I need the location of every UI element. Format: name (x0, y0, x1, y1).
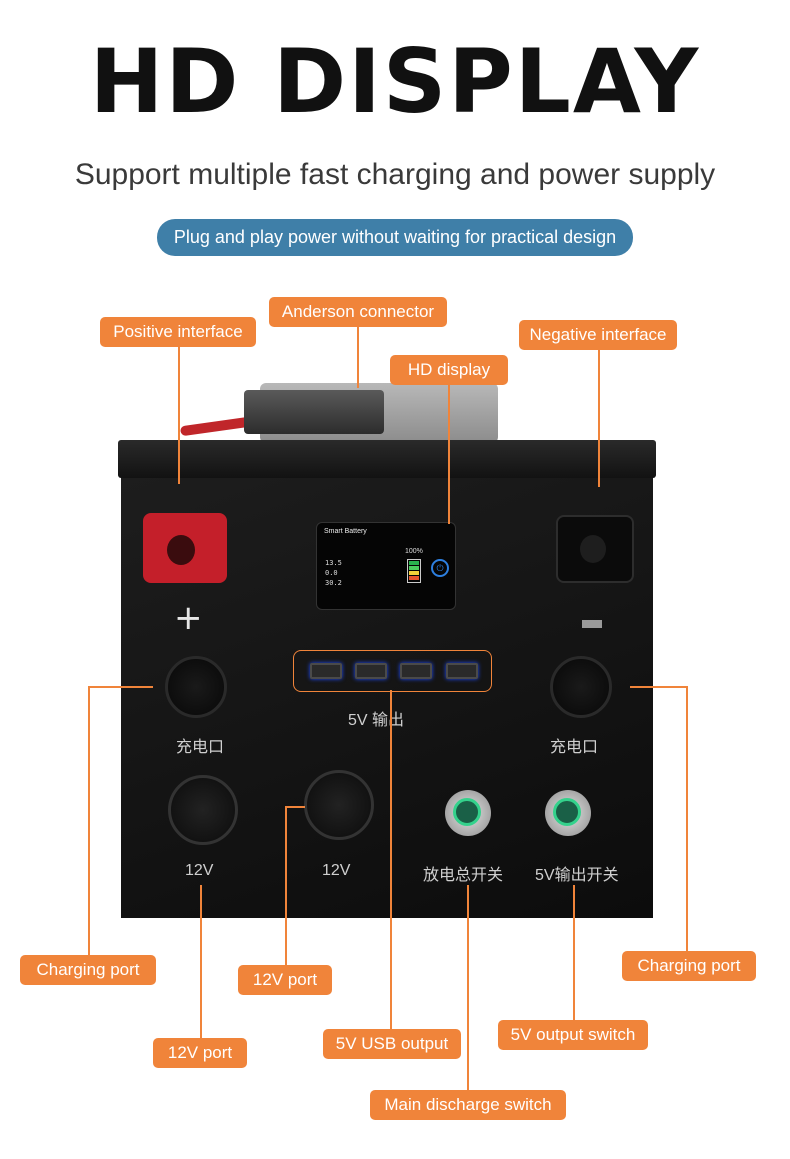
charge-silk-left: 充电口 (176, 739, 225, 756)
leader-line (467, 885, 469, 1090)
socket-12v-left[interactable] (168, 775, 238, 845)
charge-cap-left[interactable] (165, 656, 227, 718)
callout-usb-output: 5V USB output (323, 1029, 461, 1059)
callout-negative: Negative interface (519, 320, 677, 350)
output-switch-button[interactable] (545, 790, 591, 836)
battery-lid (118, 440, 656, 478)
callout-charging-left: Charging port (20, 955, 156, 985)
positive-terminal (143, 513, 227, 583)
leader-line (200, 885, 202, 1038)
leader-line (390, 690, 392, 1030)
discharge-silk: 放电总开关 (423, 867, 504, 884)
page-subtitle: Support multiple fast charging and power… (74, 158, 716, 191)
leader-line (630, 686, 688, 688)
usb-port-group (293, 650, 492, 692)
screen-temp: 30.2 (325, 579, 342, 587)
leader-line (178, 344, 180, 484)
screen-percent: 100% (405, 548, 423, 555)
socket-12v-right[interactable] (304, 770, 374, 840)
page-title: HD DISPLAY (89, 30, 701, 133)
callout-12v-port-a: 12V port (238, 965, 332, 995)
negative-terminal (556, 515, 634, 583)
callout-main-discharge: Main discharge switch (370, 1090, 566, 1120)
leader-line (573, 885, 575, 1020)
callout-12v-port-b: 12V port (153, 1038, 247, 1068)
terminal-hole (580, 535, 606, 563)
leader-line (448, 382, 450, 524)
screen-current: 0.0 (325, 569, 338, 577)
main-discharge-button[interactable] (445, 790, 491, 836)
v12-silk-left: 12V (185, 862, 214, 879)
tagline-pill: Plug and play power without waiting for … (157, 219, 633, 256)
battery-level-icon (407, 559, 421, 583)
usb-port-icon[interactable] (446, 663, 478, 679)
charge-silk-right: 充电口 (550, 739, 599, 756)
power-icon (553, 798, 581, 826)
power-icon (453, 798, 481, 826)
lcd-screen: Smart Battery 13.5 0.0 30.2 100% ⏻ (316, 522, 456, 610)
usb-port-icon[interactable] (310, 663, 342, 679)
leader-line (686, 686, 688, 952)
leader-line (285, 806, 287, 966)
usb-port-icon[interactable] (355, 663, 387, 679)
callout-hd-display: HD display (390, 355, 508, 385)
callout-anderson: Anderson connector (269, 297, 447, 327)
leader-line (88, 686, 90, 956)
minus-sign (582, 620, 602, 628)
charge-cap-right[interactable] (550, 656, 612, 718)
v12-silk-right: 12V (322, 862, 351, 879)
output-silk: 5V输出开关 (535, 867, 619, 884)
plus-sign: + (174, 598, 203, 638)
callout-charging-right: Charging port (622, 951, 756, 981)
leader-line (598, 347, 600, 487)
leader-line (357, 324, 359, 388)
power-icon[interactable]: ⏻ (431, 559, 449, 577)
leader-line (285, 806, 305, 808)
anderson-plug (244, 390, 384, 434)
terminal-hole (167, 535, 195, 565)
callout-output-switch: 5V output switch (498, 1020, 648, 1050)
screen-voltage: 13.5 (325, 559, 342, 567)
screen-brand: Smart Battery (324, 528, 367, 535)
callout-positive: Positive interface (100, 317, 256, 347)
usb-silk-label: 5V 输出 (348, 712, 405, 729)
leader-line (88, 686, 153, 688)
usb-port-icon[interactable] (400, 663, 432, 679)
